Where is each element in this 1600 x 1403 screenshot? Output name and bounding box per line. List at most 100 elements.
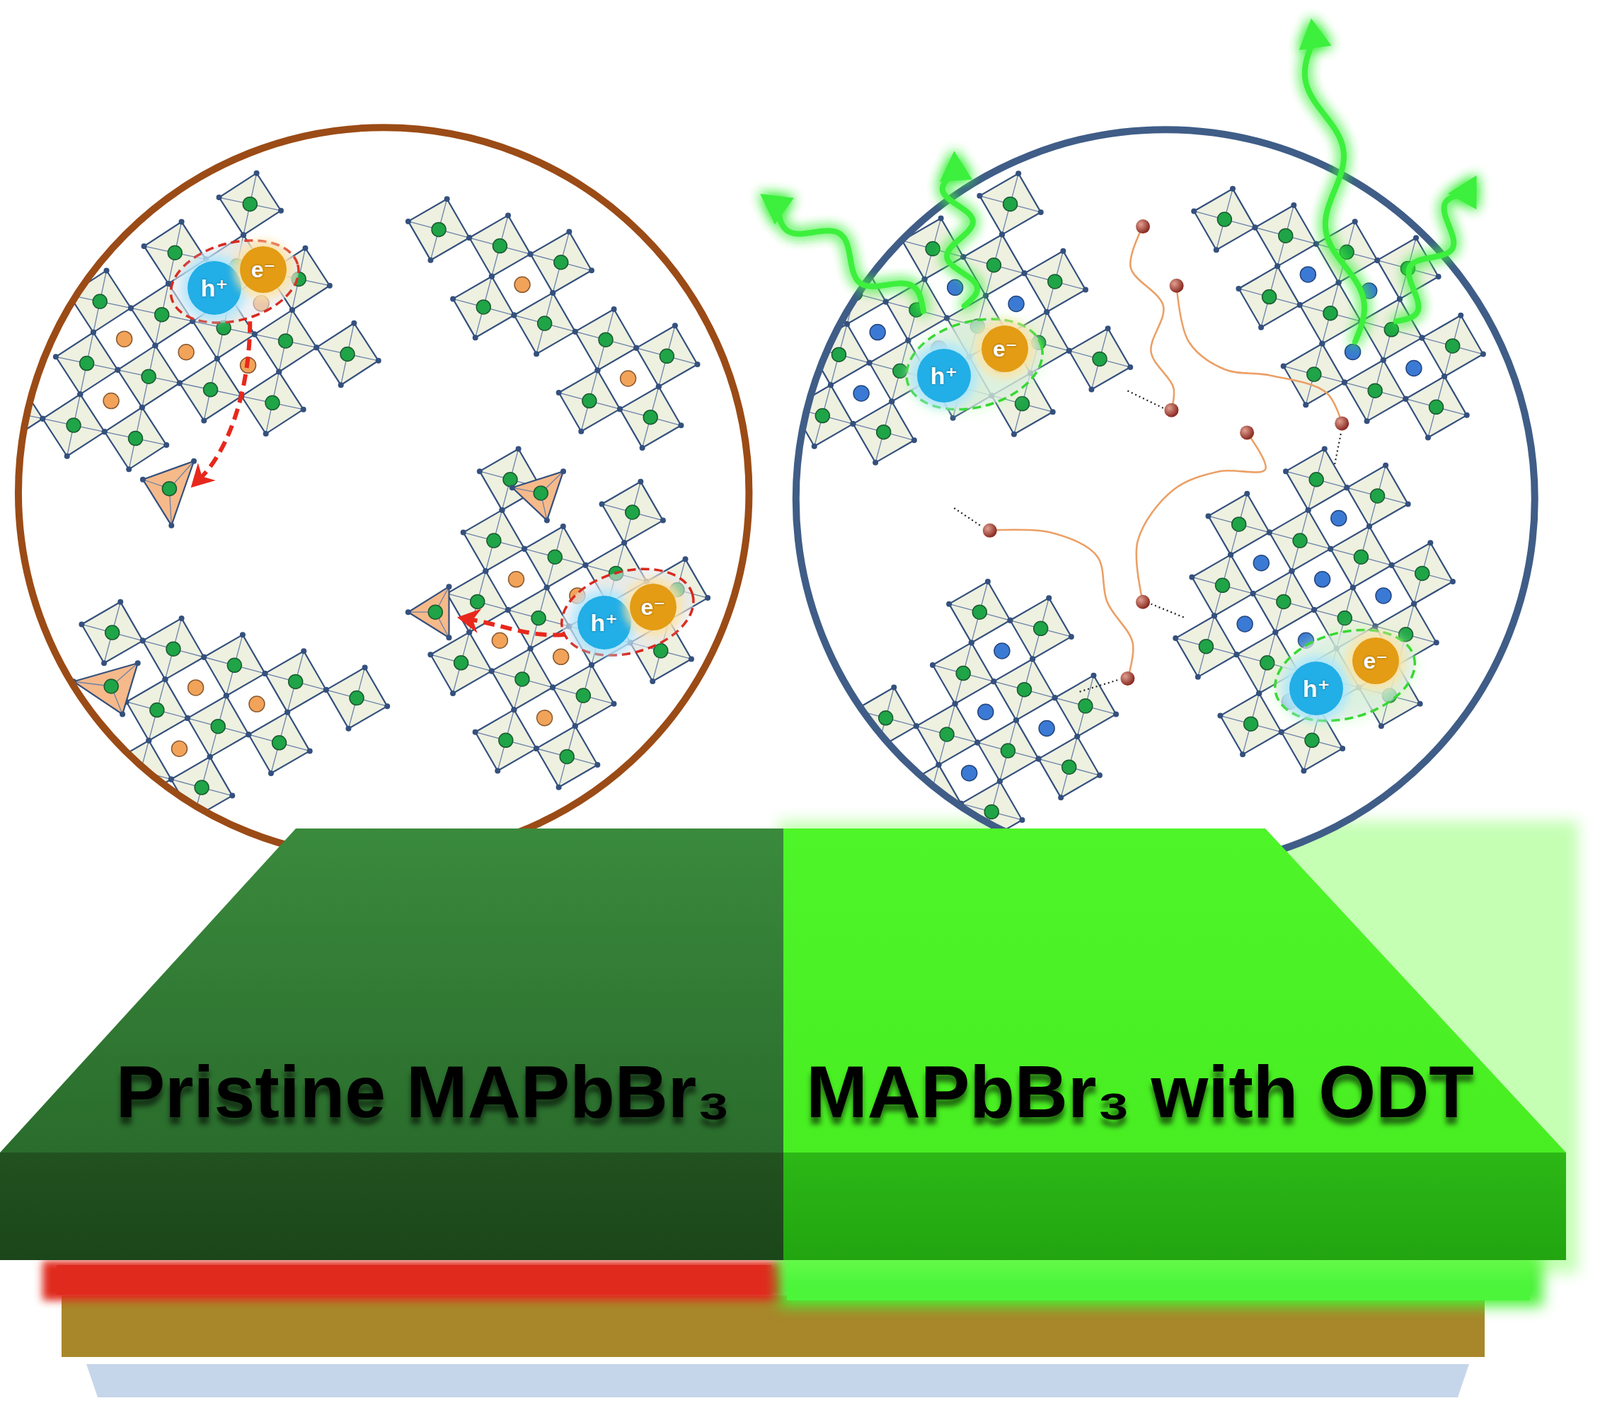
slab-top-face [0,828,784,1153]
halide-atom [262,670,269,677]
lead-atom [150,703,165,718]
halide-atom [472,334,479,341]
lead-atom [1198,639,1213,654]
octahedron [508,587,569,649]
lead-atom [272,735,287,751]
halide-atom [1272,629,1279,636]
halide-atom [509,484,516,491]
halide-atom [1350,584,1356,591]
halide-atom [1074,733,1080,740]
halide-atom [1038,209,1044,216]
halide-atom [165,280,172,287]
lead-atom [288,674,303,689]
octahedron-bond [922,795,931,826]
halide-atom [1327,546,1334,552]
halide-atom [874,745,881,752]
halide-atom [1319,341,1325,347]
a-site-cation [508,571,524,588]
exciton-boundary [551,555,704,670]
halide-atom [65,292,72,298]
halide-atom [1021,270,1028,276]
halide-atom [1402,396,1409,402]
halide-atom [326,283,333,289]
halide-atom [284,709,291,716]
octahedron [241,372,303,434]
defect-site [408,586,450,638]
carrier-glow [1345,631,1406,691]
halide-atom [2,440,8,446]
octahedron-bond [79,755,110,764]
halide-atom [466,629,473,636]
trapping-arrowhead [191,462,216,488]
node-label: h⁺ [200,275,228,301]
halide-atom [1057,794,1064,801]
octahedron [977,720,1039,782]
halide-atom [1278,729,1285,736]
octahedron [932,642,994,704]
halide-atom [1256,690,1262,697]
lead-atom [1078,699,1093,714]
halide-atom [117,599,124,606]
halide-atom [345,726,351,732]
halide-atom [313,344,320,351]
halide-atom [952,701,959,707]
halide-atom [176,380,183,386]
halide-atom [968,639,975,646]
halide-atom [1050,409,1056,415]
halide-atom [1234,651,1240,658]
halide-atom [572,329,579,335]
lead-atom [1017,682,1032,698]
halide-atom [1339,745,1346,752]
halide-atom [505,212,511,218]
halide-atom [1211,612,1218,619]
emission-arrow [1396,175,1477,322]
halide-atom [1313,241,1320,247]
halide-atom [1029,656,1036,663]
octahedron [1219,693,1281,755]
lead-atom [1278,228,1293,243]
halide-atom [944,315,950,322]
halide-atom [223,692,230,699]
halide-atom [1352,218,1358,225]
halide-atom [313,344,320,351]
lead-atom [939,727,954,742]
exciton-glow [1264,615,1425,736]
octahedron [254,309,317,372]
lead-atom [278,334,293,349]
lead-atom [227,658,242,673]
halide-atom [621,539,627,546]
thiol-bond [953,508,982,527]
thiol-group [1120,671,1135,686]
halide-atom [498,507,505,514]
halide-atom [1311,607,1317,613]
halide-atom [950,415,957,422]
halide-atom [39,416,46,422]
halide-atom [1389,562,1395,569]
octahedron [1175,615,1237,677]
zoom-circle [796,129,1535,869]
octahedron [265,651,327,712]
lead-atom [1215,578,1230,593]
halide-atom [64,453,71,460]
halide-atom [617,406,623,412]
halide-atom [229,793,235,799]
halide-atom [1229,186,1236,192]
octahedron [447,571,509,632]
halide-atom [101,660,107,666]
lead-atom [162,481,177,497]
halide-atom [860,260,867,267]
lead-atom [503,472,518,487]
a-site-cation [188,680,204,696]
node-label: h⁺ [590,610,618,635]
halide-atom [268,770,274,777]
lead-atom [1260,655,1275,671]
halide-atom [897,784,903,791]
halide-atom [1378,723,1385,729]
octahedron [187,695,249,757]
halide-atom [905,337,911,344]
halide-atom [482,568,489,574]
carrier-circle [981,325,1029,373]
octahedron [126,679,188,741]
halide-atom [582,562,589,569]
halide-atom [1,666,8,673]
